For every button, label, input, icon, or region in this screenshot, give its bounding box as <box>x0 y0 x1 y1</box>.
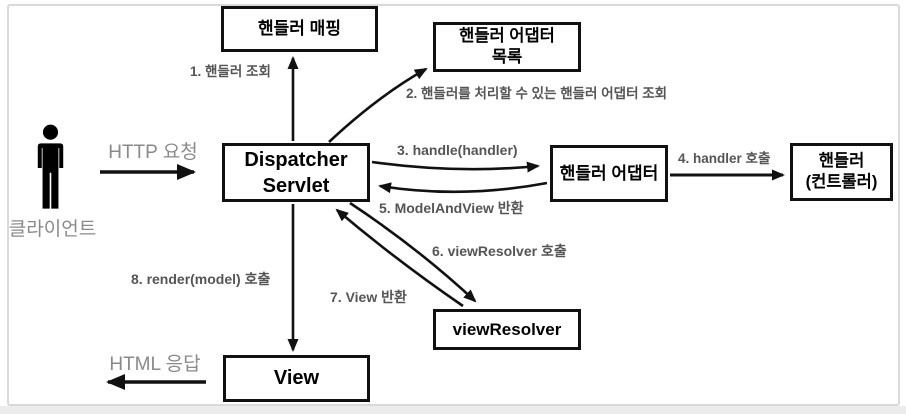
handler-controller-box: 핸들러 (컨트롤러) <box>790 143 893 201</box>
handler-mapping-label: 핸들러 매핑 <box>258 19 341 39</box>
step4-label: 4. handler 호출 <box>678 151 771 166</box>
handler-adapter-list-label-line1: 핸들러 어댑터 <box>459 27 555 46</box>
view-label: View <box>273 367 320 389</box>
step2-label: 2. 핸들러를 처리할 수 있는 핸들러 어댑터 조회 <box>406 86 668 101</box>
handler-adapter-box: 핸들러 어댑터 <box>550 145 668 202</box>
client-person-icon <box>37 124 64 209</box>
handler-mapping-box: 핸들러 매핑 <box>221 6 378 52</box>
dispatcher-servlet-box: Dispatcher Servlet <box>222 143 370 202</box>
handler-adapter-list-label-line2: 목록 <box>491 48 523 66</box>
handler-controller-label-line2: (컨트롤러) <box>805 173 878 191</box>
step1-label: 1. 핸들러 조회 <box>190 64 271 79</box>
dispatcher-servlet-label-line2: Servlet <box>262 174 330 197</box>
handler-controller-label-line1: 핸들러 <box>818 152 865 171</box>
step7-label: 7. View 반환 <box>330 289 407 305</box>
canvas-bottom-margin <box>0 406 906 414</box>
step6-label: 6. viewResolver 호출 <box>432 243 567 259</box>
step8-label: 8. render(model) 호출 <box>131 271 271 287</box>
client-label: 클라이언트 <box>8 219 97 240</box>
handler-adapter-label: 핸들러 어댑터 <box>559 163 659 183</box>
view-resolver-box: viewResolver <box>433 309 581 350</box>
view-resolver-label: viewResolver <box>452 319 562 339</box>
view-box: View <box>223 355 370 402</box>
dispatcher-servlet-label-line1: Dispatcher <box>244 148 348 171</box>
step3-label: 3. handle(handler) <box>397 142 518 158</box>
handler-adapter-list-box: 핸들러 어댑터 목록 <box>433 22 581 72</box>
step5-label: 5. ModelAndView 반환 <box>379 200 524 216</box>
http-request-label: HTTP 요청 <box>108 142 198 163</box>
html-response-label: HTML 응답 <box>109 354 201 375</box>
